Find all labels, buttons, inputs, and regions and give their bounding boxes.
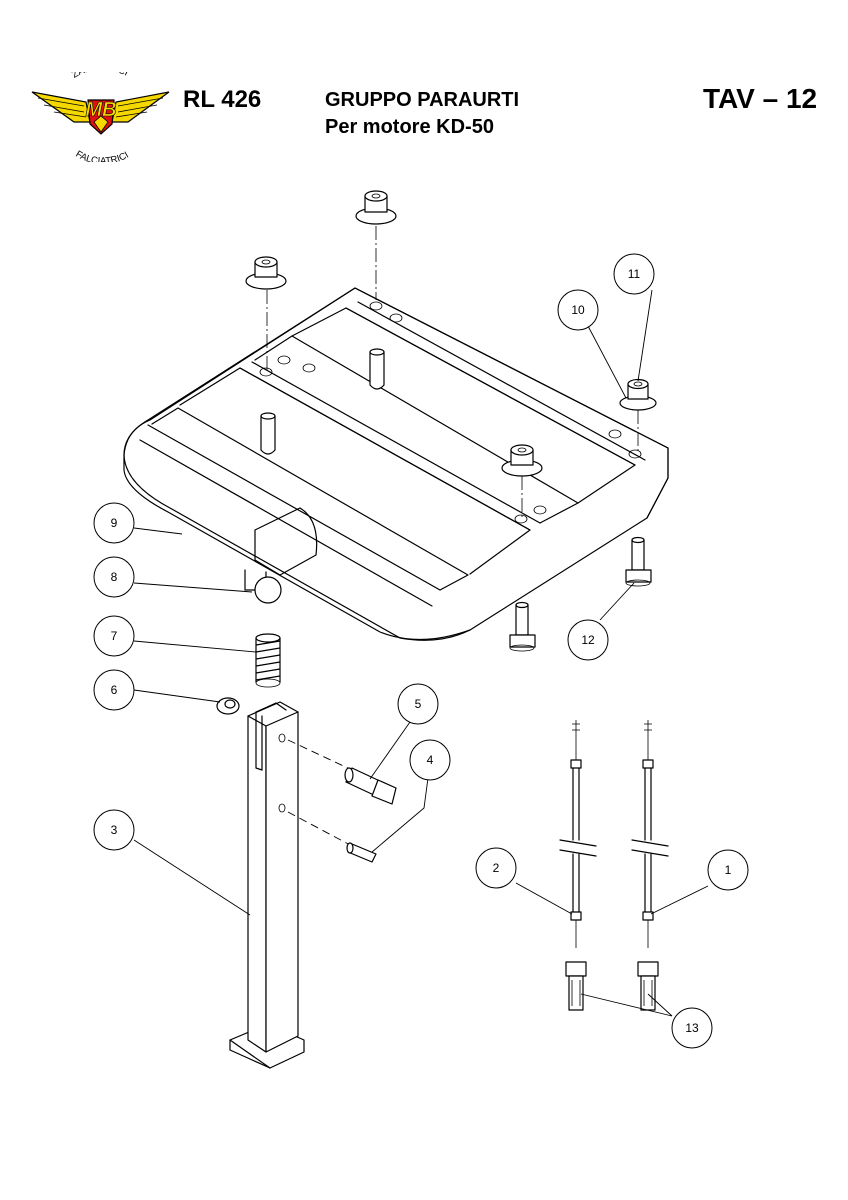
group-subtitle: Per motore KD-50: [325, 116, 494, 138]
cable-part-2: [559, 720, 597, 948]
callout-label: 8: [111, 570, 118, 584]
callout-label: 7: [111, 629, 118, 643]
ball-part-8: [254, 576, 282, 604]
callout-label: 2: [493, 861, 500, 875]
nut-washer-assemblies: [245, 190, 657, 518]
callout-5: 5: [397, 683, 439, 725]
callout-circle: [397, 683, 439, 725]
callout-1: 1: [707, 849, 749, 891]
callout-6: 6: [93, 669, 135, 711]
callout-4: 4: [409, 739, 451, 781]
cable-adjusters-13: [565, 961, 659, 1011]
callout-label: 3: [111, 823, 118, 837]
callout-8: 8: [93, 556, 135, 598]
callout-circle: [613, 253, 655, 295]
callout-7: 7: [93, 615, 135, 657]
callout-circle: [93, 502, 135, 544]
nut-washer-right: [619, 378, 657, 411]
support-post-part-3: [229, 701, 305, 1069]
cable-assemblies: [559, 720, 669, 948]
cable-part-1: [631, 720, 669, 948]
callout-circle: [93, 615, 135, 657]
sheet-number: TAV – 12: [703, 83, 818, 114]
nut-washer-top: [355, 190, 397, 225]
frame-studs: [260, 348, 385, 455]
callout-circle: [93, 556, 135, 598]
bolt-part-5: [287, 739, 397, 805]
spring-part-7: [255, 633, 281, 688]
callout-9: 9: [93, 502, 135, 544]
leader-lines: [133, 289, 709, 1017]
callout-circle: [475, 847, 517, 889]
callout-2: 2: [475, 847, 517, 889]
callout-label: 4: [427, 753, 434, 767]
zappatrici-mb-logo: MB ZAPPATRICI FALCIATRICI: [31, 72, 170, 162]
callout-label: 1: [725, 863, 732, 877]
group-title: GRUPPO PARAURTI: [325, 89, 520, 111]
logo-center-text: MB: [85, 99, 116, 121]
callout-label: 5: [415, 697, 422, 711]
callout-label: 11: [628, 267, 641, 281]
model-code: RL 426: [183, 86, 262, 113]
pin-part-4: [287, 811, 377, 863]
callout-circle: [671, 1007, 713, 1049]
callout-label: 12: [581, 633, 595, 647]
callout-11: 11: [613, 253, 655, 295]
callout-circle: [567, 619, 609, 661]
callout-circle: [409, 739, 451, 781]
callout-circle: [93, 809, 135, 851]
callout-3: 3: [93, 809, 135, 851]
callout-circle: [707, 849, 749, 891]
callout-circle: [93, 669, 135, 711]
callout-12: 12: [567, 619, 609, 661]
callout-10: 10: [557, 289, 599, 331]
nut-part-6: [216, 697, 240, 715]
hex-bolts-12: [509, 536, 652, 652]
callout-13: 13: [671, 1007, 713, 1049]
bumper-frame: [123, 287, 669, 641]
callout-label: 6: [111, 683, 118, 697]
callout-label: 13: [685, 1021, 699, 1035]
callout-label: 9: [111, 516, 118, 530]
wings-graphic: [31, 91, 170, 135]
nut-washer-left: [245, 256, 287, 290]
callout-circle: [557, 289, 599, 331]
callout-label: 10: [571, 303, 585, 317]
